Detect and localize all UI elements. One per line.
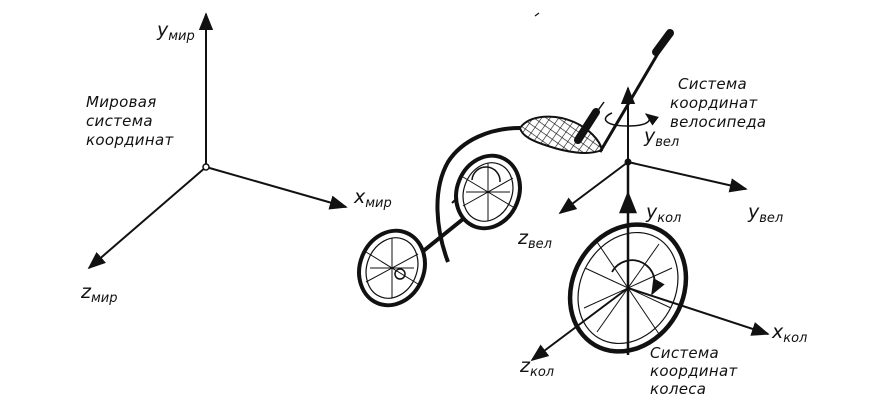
wheel-caption-line-3: колеса	[650, 380, 706, 398]
world-z-label: zмир	[80, 281, 118, 306]
bike-frame: yвел yвел zвел Система координат велосип…	[517, 75, 783, 252]
bike-z-label: zвел	[517, 227, 552, 252]
bicycle	[357, 29, 674, 308]
world-y-label: yмир	[156, 19, 195, 44]
rear-frame-curve	[435, 126, 521, 263]
bike-x-axis	[627, 161, 748, 193]
bike-rotation-arrow	[604, 112, 659, 127]
stray-mark	[534, 12, 540, 17]
wheel-y-label: yкол	[645, 201, 681, 226]
bike-caption-line-3: велосипеда	[670, 113, 766, 131]
wheel-caption-line-1: Система	[650, 344, 719, 362]
world-caption-line-2: система	[86, 112, 153, 130]
rear-wheel-right	[454, 153, 522, 231]
wheel-z-label: zкол	[519, 355, 554, 380]
bike-z-axis	[558, 161, 629, 215]
wheel-caption-line-2: координат	[650, 362, 738, 380]
world-x-axis	[205, 166, 348, 210]
wheel-z-axis	[530, 287, 629, 362]
bike-caption-line-1: Система	[678, 75, 747, 93]
wheel-x-label: xкол	[771, 321, 807, 346]
bike-caption-line-2: координат	[670, 94, 758, 112]
wheel-frame: yкол xкол zкол Система координат колеса	[519, 162, 807, 398]
handlebar-grip-bottom	[574, 108, 600, 144]
rear-wheel-left	[357, 228, 427, 308]
world-x-label: xмир	[353, 186, 392, 211]
handlebar-grip-top	[652, 29, 674, 56]
handlebar-grip-tip	[593, 101, 605, 117]
bike-y-label: yвел	[643, 125, 679, 150]
world-z-axis	[87, 166, 207, 270]
world-caption-line-3: координат	[86, 131, 174, 149]
bike-x-label: yвел	[747, 201, 783, 226]
world-frame: yмир xмир zмир Мировая система координат	[80, 12, 392, 306]
world-caption-line-1: Мировая	[86, 93, 157, 111]
wheel-x-axis	[627, 287, 770, 336]
world-origin	[202, 163, 210, 171]
